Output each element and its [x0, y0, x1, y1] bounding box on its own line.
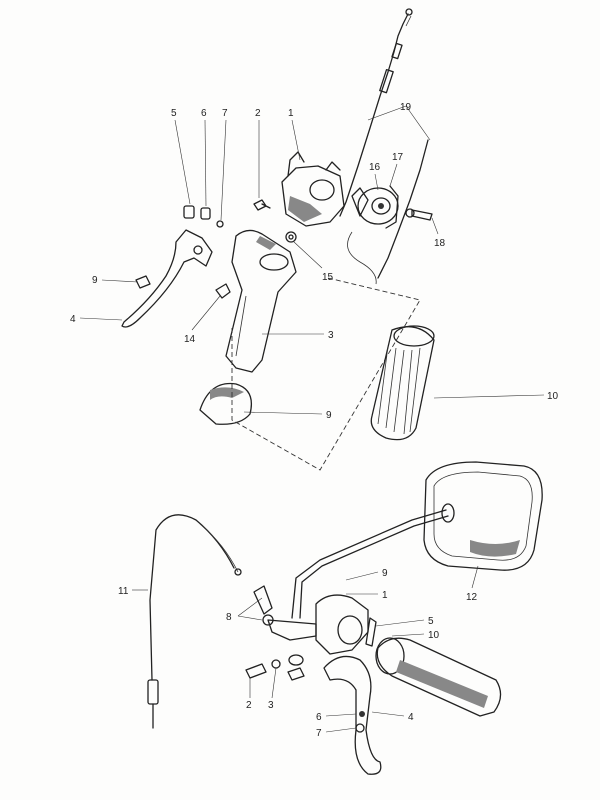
- callout-3-lower: 3: [268, 700, 274, 711]
- callout-5-upper: 5: [171, 108, 177, 119]
- small-fasteners: [183, 199, 297, 243]
- screw-5: [365, 617, 377, 647]
- brake-lever-upper: [121, 229, 213, 328]
- callout-5-lower: 5: [428, 616, 434, 627]
- end-cap: [199, 382, 253, 425]
- throttle-cable: [339, 8, 429, 285]
- callout-10-lower: 10: [428, 630, 440, 641]
- callout-9b-upper: 9: [326, 410, 332, 421]
- callout-11-lower: 11: [118, 586, 129, 597]
- twist-grip-tube: [225, 229, 297, 373]
- lever-housing: [267, 594, 369, 655]
- screw-9: [135, 275, 151, 289]
- callout-4-lower: 4: [408, 712, 414, 723]
- callout-12-lower: 12: [466, 592, 478, 603]
- callout-19-upper: 19: [400, 102, 412, 113]
- lower-callouts: 9 1 8 5 10 2 3 4 6 7 11 12: [118, 568, 478, 739]
- rubber-grip-upper: [370, 325, 435, 441]
- mirror-stem: [291, 503, 455, 619]
- callout-3-upper: 3: [328, 330, 334, 341]
- callout-6-upper: 6: [201, 108, 207, 119]
- alignment-box: [231, 277, 421, 471]
- screw-14: [215, 283, 231, 299]
- callout-2-upper: 2: [255, 108, 261, 119]
- switch-assembly: [351, 185, 433, 229]
- callout-17-upper: 17: [392, 152, 404, 163]
- callout-18-upper: 18: [434, 238, 446, 249]
- callout-7-lower: 7: [316, 728, 322, 739]
- throttle-housing: [281, 151, 345, 227]
- callout-10-upper: 10: [547, 391, 559, 402]
- upper-callouts: 5 6 7 2 1 19 16 17 18 15 9 4 14 3 9 10: [70, 102, 559, 421]
- callout-2-lower: 2: [246, 700, 252, 711]
- mirror: [423, 461, 543, 571]
- callout-7-upper: 7: [222, 108, 228, 119]
- callout-1-upper: 1: [288, 108, 294, 119]
- rubber-grip-lower: [375, 637, 502, 717]
- callout-4-upper: 4: [70, 314, 76, 325]
- callout-9-lower: 9: [382, 568, 388, 579]
- callout-1-lower: 1: [382, 590, 388, 601]
- pivot-bolt: [253, 585, 274, 626]
- clutch-cable: [147, 514, 242, 729]
- callout-6-lower: 6: [316, 712, 322, 723]
- callout-16-upper: 16: [369, 162, 381, 173]
- callout-15-upper: 15: [322, 272, 334, 283]
- callout-9a-upper: 9: [92, 275, 98, 286]
- callout-8-lower: 8: [226, 612, 232, 623]
- leader-lines: [79, 105, 545, 733]
- callout-14-upper: 14: [184, 334, 196, 345]
